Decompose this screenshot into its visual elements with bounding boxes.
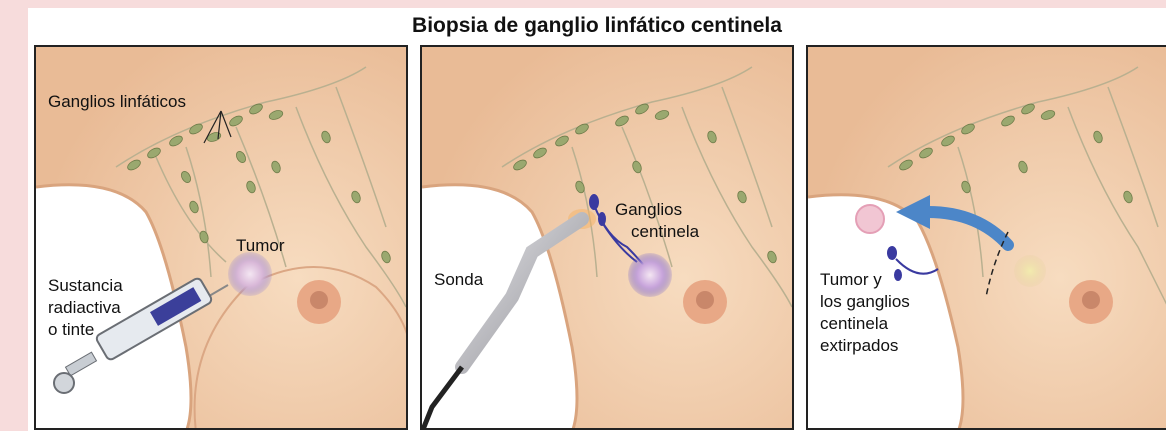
panel-3-illustration xyxy=(808,47,1166,430)
label-removed-line-4: extirpados xyxy=(820,335,898,356)
nipple xyxy=(310,291,328,309)
label-sentinel-line-2: centinela xyxy=(631,221,699,242)
panel-removed: Tumor y los ganglios centinela extirpado… xyxy=(806,45,1166,430)
label-removed-line-3: centinela xyxy=(820,313,888,334)
label-tumor: Tumor xyxy=(236,235,285,256)
label-injection-line-2: radiactiva xyxy=(48,297,121,318)
tumor-shape xyxy=(228,252,272,296)
removed-node-1 xyxy=(887,246,897,260)
label-probe: Sonda xyxy=(434,269,483,290)
panel-2-illustration xyxy=(422,47,794,430)
sentinel-node-1 xyxy=(589,194,599,210)
tumor-shape xyxy=(628,253,672,297)
label-removed-line-1: Tumor y xyxy=(820,269,882,290)
label-removed-line-2: los ganglios xyxy=(820,291,910,312)
label-sentinel-line-1: Ganglios xyxy=(615,199,682,220)
excision-site xyxy=(1014,255,1046,287)
nipple xyxy=(1082,291,1100,309)
sentinel-node-2 xyxy=(598,212,606,226)
label-injection-line-1: Sustancia xyxy=(48,275,123,296)
removed-tumor xyxy=(856,205,884,233)
label-lymph-nodes: Ganglios linfáticos xyxy=(48,91,186,112)
figure-title: Biopsia de ganglio linfático centinela xyxy=(28,8,1166,44)
figure-frame: Biopsia de ganglio linfático centinela xyxy=(28,8,1166,431)
nipple xyxy=(696,291,714,309)
label-injection-line-3: o tinte xyxy=(48,319,94,340)
removed-node-2 xyxy=(894,269,902,281)
panel-probe: Ganglios centinela Sonda xyxy=(420,45,794,430)
panel-injection: Ganglios linfáticos Tumor Sustancia radi… xyxy=(34,45,408,430)
